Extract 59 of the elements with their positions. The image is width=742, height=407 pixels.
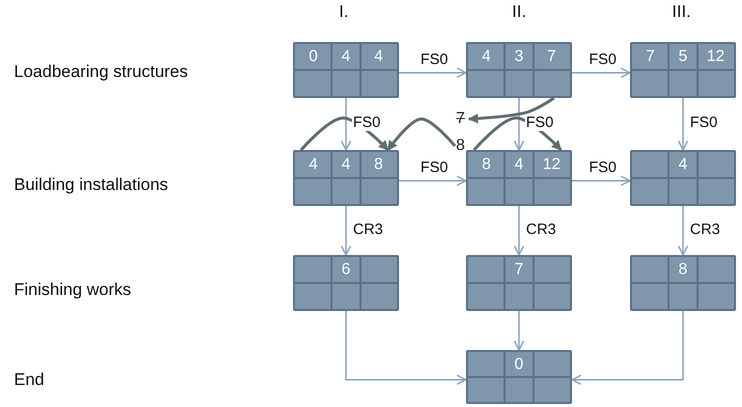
arrow <box>571 311 684 385</box>
time-value: 7 <box>547 48 556 66</box>
time-value: 7 <box>646 48 655 66</box>
row-heading: End <box>14 370 44 390</box>
activity-node <box>293 42 399 98</box>
time-value: 12 <box>706 48 725 66</box>
time-value: 4 <box>342 156 350 174</box>
arrow <box>572 176 631 186</box>
time-value: 3 <box>514 48 524 66</box>
activity-node <box>630 150 736 206</box>
edge-label: CR3 <box>352 220 384 238</box>
activity-node <box>466 42 572 98</box>
time-value: 8 <box>374 156 384 174</box>
activity-node <box>466 350 572 404</box>
time-value: 0 <box>514 356 524 374</box>
arrow <box>514 206 524 256</box>
activity-node <box>466 255 572 311</box>
row-heading: Loadbearing structures <box>14 62 188 82</box>
edge-label: FS0 <box>352 114 382 131</box>
activity-node <box>630 255 736 311</box>
activity-node <box>466 150 572 206</box>
edge-label: FS0 <box>525 114 555 131</box>
arrow <box>399 68 467 78</box>
activity-node <box>293 255 399 311</box>
edge-label: CR3 <box>689 220 722 238</box>
arrow <box>340 206 352 256</box>
arrow <box>340 98 352 151</box>
activity-node <box>293 150 399 206</box>
time-value: 8 <box>482 156 491 174</box>
time-value: 7 <box>514 261 524 279</box>
row-heading: Building installations <box>14 175 168 195</box>
arrow <box>678 206 688 256</box>
column-heading: III. <box>672 2 691 22</box>
arrow <box>572 68 631 78</box>
calculation-value: 8 <box>456 137 465 155</box>
arrow <box>345 311 467 385</box>
row-heading: Finishing works <box>14 280 132 300</box>
arrow <box>678 98 688 151</box>
activity-node <box>630 42 736 98</box>
time-value: 8 <box>678 261 688 279</box>
arrow <box>514 98 524 151</box>
column-heading: I. <box>339 2 348 22</box>
time-value: 4 <box>514 156 524 174</box>
edge-label: CR3 <box>525 220 558 238</box>
arrow <box>514 311 524 351</box>
arrow <box>399 176 467 186</box>
column-heading: II. <box>512 2 526 22</box>
time-value: 0 <box>308 48 318 66</box>
curved-arrow <box>386 118 456 151</box>
time-value: 4 <box>678 156 688 174</box>
time-value: 4 <box>482 48 491 66</box>
time-value: 4 <box>374 48 384 66</box>
time-value: 5 <box>678 48 688 66</box>
calculation-value: 7 <box>456 110 465 128</box>
time-value: 6 <box>342 261 350 279</box>
time-value: 4 <box>308 156 318 174</box>
time-value: 4 <box>342 48 350 66</box>
time-value: 12 <box>542 156 561 174</box>
curved-arrow <box>468 96 555 124</box>
